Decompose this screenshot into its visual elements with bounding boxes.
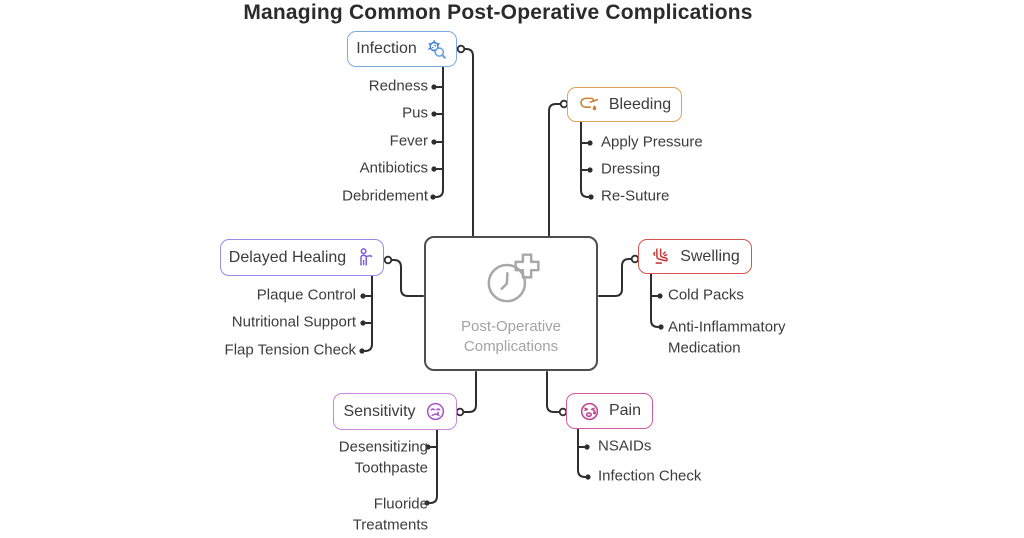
branch-node-sensitivity: Sensitivity xyxy=(333,393,457,430)
anchor-rings xyxy=(383,44,640,417)
sub-item: Flap Tension Check xyxy=(224,341,356,359)
sub-item: Infection Check xyxy=(598,467,702,485)
branch-label-swelling: Swelling xyxy=(680,247,740,265)
germ-magnifier-icon xyxy=(425,38,448,61)
connector-infection-center xyxy=(463,48,474,237)
crying-face-icon xyxy=(578,400,601,423)
connector-sensitivity-center xyxy=(462,371,477,413)
branch-label-sensitivity: Sensitivity xyxy=(343,402,416,420)
sub-item: NSAIDs xyxy=(598,437,652,455)
sub-item: Fever xyxy=(389,132,428,150)
sub-item: Pus xyxy=(402,104,428,122)
sub-item: Desensitizing Toothpaste xyxy=(338,438,428,476)
sub-item: Plaque Control xyxy=(256,286,356,304)
branch-node-infection: Infection xyxy=(347,31,457,67)
sub-item: Debridement xyxy=(342,187,428,205)
branch-label-infection: Infection xyxy=(356,40,417,57)
connector-bleeding-center xyxy=(548,103,562,237)
branch-node-swelling: Swelling xyxy=(638,239,752,274)
tree-sensitivity xyxy=(429,429,438,504)
branch-label-pain: Pain xyxy=(608,402,642,419)
sub-item: Nutritional Support xyxy=(231,313,356,331)
central-node-label: Post-Operative Complications xyxy=(460,318,562,355)
wincing-face-icon xyxy=(424,400,447,423)
page-title: Managing Common Post-Operative Complicat… xyxy=(243,1,753,24)
connector-delayed-center xyxy=(390,259,424,297)
clock-plus-icon xyxy=(480,251,542,309)
tree-delayed xyxy=(364,275,373,352)
connector-swelling-center xyxy=(598,258,633,297)
tree-infection xyxy=(435,66,444,198)
sub-item: Apply Pressure xyxy=(601,133,703,151)
sub-item: Antibiotics xyxy=(359,159,428,177)
branch-node-bleeding: Bleeding xyxy=(567,87,682,122)
branch-label-delayed-healing: Delayed Healing xyxy=(228,248,347,266)
branch-node-pain: Pain xyxy=(566,393,653,429)
sub-item: Re-Suture xyxy=(601,187,670,205)
connector-pain-center xyxy=(546,371,561,413)
tree-swelling xyxy=(650,273,659,328)
item-dots xyxy=(359,84,664,506)
tree-pain xyxy=(577,428,586,478)
hand-pressure-icon xyxy=(578,93,601,116)
person-icon xyxy=(354,247,375,268)
sub-item: Cold Packs xyxy=(668,286,744,304)
central-node: Post-Operative Complications xyxy=(424,236,598,371)
sub-item: Dressing xyxy=(601,160,661,178)
tree-bleeding xyxy=(580,121,589,198)
sub-item: Anti-Inflammatory Medication xyxy=(668,318,786,356)
sub-item: Redness xyxy=(368,77,428,95)
branch-label-bleeding: Bleeding xyxy=(608,95,672,113)
sub-item: Fluoride Treatments xyxy=(352,495,428,533)
swollen-foot-icon xyxy=(650,246,672,268)
branch-node-delayed-healing: Delayed Healing xyxy=(220,239,384,276)
